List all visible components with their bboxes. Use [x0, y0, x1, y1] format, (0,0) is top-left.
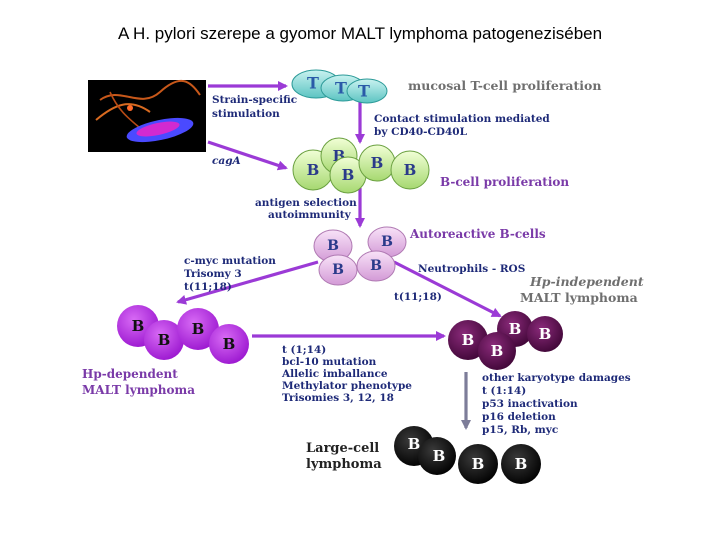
b-cell-pink-group: B B B B: [313, 226, 407, 286]
label-bcell-prolif: B-cell proliferation: [440, 175, 569, 189]
b-cell-letter: B: [515, 455, 528, 473]
arrow-to-hp-dependent: [176, 260, 319, 305]
b-cell: [448, 320, 488, 360]
b-cell: [356, 250, 396, 282]
label-caga: cagA: [212, 155, 241, 167]
b-cell-dark-group: B B B B: [448, 311, 563, 370]
b-cell-letter: B: [192, 320, 205, 338]
b-cell-letter: B: [371, 154, 384, 172]
label-large-1: Large-cell: [306, 441, 379, 456]
t-cell-letter: T: [358, 82, 370, 101]
b-cell-letter: B: [404, 161, 417, 179]
b-cell-letter: B: [327, 238, 339, 254]
b-cell-letter: B: [381, 234, 393, 250]
label-hp-indep-2: MALT lymphoma: [520, 290, 638, 305]
arrow-caga: [207, 140, 288, 171]
label-contact-2: by CD40-CD40L: [374, 126, 468, 138]
label-cmyc-1: c-myc mutation: [184, 255, 276, 267]
arrow-auto-to-indep: [393, 260, 502, 318]
label-t1118: t(11;18): [394, 291, 442, 303]
label-mut-5: Trisomies 3, 12, 18: [282, 392, 394, 404]
b-cell: [527, 316, 563, 352]
b-cell-letter: B: [307, 161, 320, 179]
b-cell: [177, 308, 219, 350]
b-cell: [478, 332, 516, 370]
b-cell-letter: B: [539, 325, 552, 343]
label-hp-dep-1: Hp-dependent: [82, 367, 178, 381]
b-cell-letter: B: [408, 435, 421, 453]
labels: Strain-specific stimulation cagA mucosal…: [82, 78, 644, 472]
b-cell-letter: B: [223, 335, 236, 353]
label-strain-specific-2: stimulation: [212, 108, 280, 120]
b-cell: [418, 437, 456, 475]
label-mut-1: t (1;14): [282, 344, 326, 356]
b-cell-letter: B: [509, 320, 522, 338]
b-cell-letter: B: [342, 166, 355, 184]
label-autoreactive: Autoreactive B-cells: [409, 227, 546, 241]
label-hp-indep-1: Hp-independent: [529, 274, 644, 289]
b-cell-letter: B: [370, 258, 382, 274]
t-cell: [346, 78, 388, 104]
bacterium-image: [88, 80, 206, 152]
b-cell-letter: B: [158, 331, 171, 349]
b-cell: [501, 444, 541, 484]
b-cell: [390, 150, 430, 190]
b-cell-letter: B: [491, 342, 504, 360]
b-cell-letter: B: [462, 331, 475, 349]
b-cell-letter: B: [132, 317, 145, 335]
b-cell: [458, 444, 498, 484]
b-cell-letter: B: [472, 455, 485, 473]
label-mut-2: bcl-10 mutation: [282, 356, 377, 368]
label-large-2: lymphoma: [306, 457, 382, 472]
b-cell-purple-group: B B B B: [117, 305, 249, 364]
label-strain-specific-1: Strain-specific: [212, 94, 297, 106]
label-antigen-1: antigen selection: [255, 197, 357, 209]
label-cmyc-3: t(11;18): [184, 281, 232, 293]
label-hp-dep-2: MALT lymphoma: [82, 383, 195, 397]
label-mucosal-t: mucosal T-cell proliferation: [408, 78, 601, 93]
label-antigen-2: autoimmunity: [268, 209, 352, 221]
b-cell-black-group: B B B B: [394, 426, 541, 484]
b-cell: [144, 320, 184, 360]
t-cell-letter: T: [335, 79, 347, 98]
t-cell-letter: T: [307, 74, 319, 93]
b-cell-letter: B: [332, 262, 344, 278]
b-cell: [209, 324, 249, 364]
b-cell-letter: B: [433, 447, 446, 465]
label-kar-3: p53 inactivation: [482, 398, 578, 410]
b-cell: [318, 254, 358, 286]
label-mut-4: Methylator phenotype: [282, 380, 412, 392]
label-kar-5: p15, Rb, myc: [482, 424, 558, 436]
label-kar-2: t (1:14): [482, 385, 526, 397]
b-cell-green-group: B B B B B: [292, 137, 430, 194]
label-kar-1: other karyotype damages: [482, 372, 631, 384]
label-contact-1: Contact stimulation mediated: [374, 113, 550, 125]
label-mut-3: Allelic imballance: [281, 368, 388, 380]
label-neutrophils: Neutrophils - ROS: [418, 263, 525, 275]
label-kar-4: p16 deletion: [482, 411, 556, 423]
arrows: [176, 81, 502, 341]
page-title: A H. pylori szerepe a gyomor MALT lympho…: [117, 24, 603, 43]
label-cmyc-2: Trisomy 3: [184, 268, 242, 280]
t-cell-group: T T T: [291, 69, 388, 104]
